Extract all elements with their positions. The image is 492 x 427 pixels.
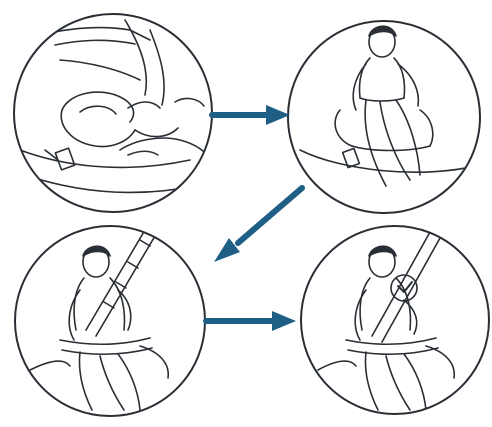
arrow-step3-to-step4	[206, 311, 296, 331]
panel-step-3	[15, 226, 205, 416]
arrow-step2-to-step3	[214, 188, 302, 262]
arrow-step1-to-step2	[212, 105, 290, 125]
panel-step-2	[288, 21, 480, 213]
panel-step-1	[14, 14, 212, 212]
panel-step-4	[301, 226, 489, 414]
panel-frame-2	[288, 21, 480, 213]
panel-frame-1	[14, 14, 212, 212]
